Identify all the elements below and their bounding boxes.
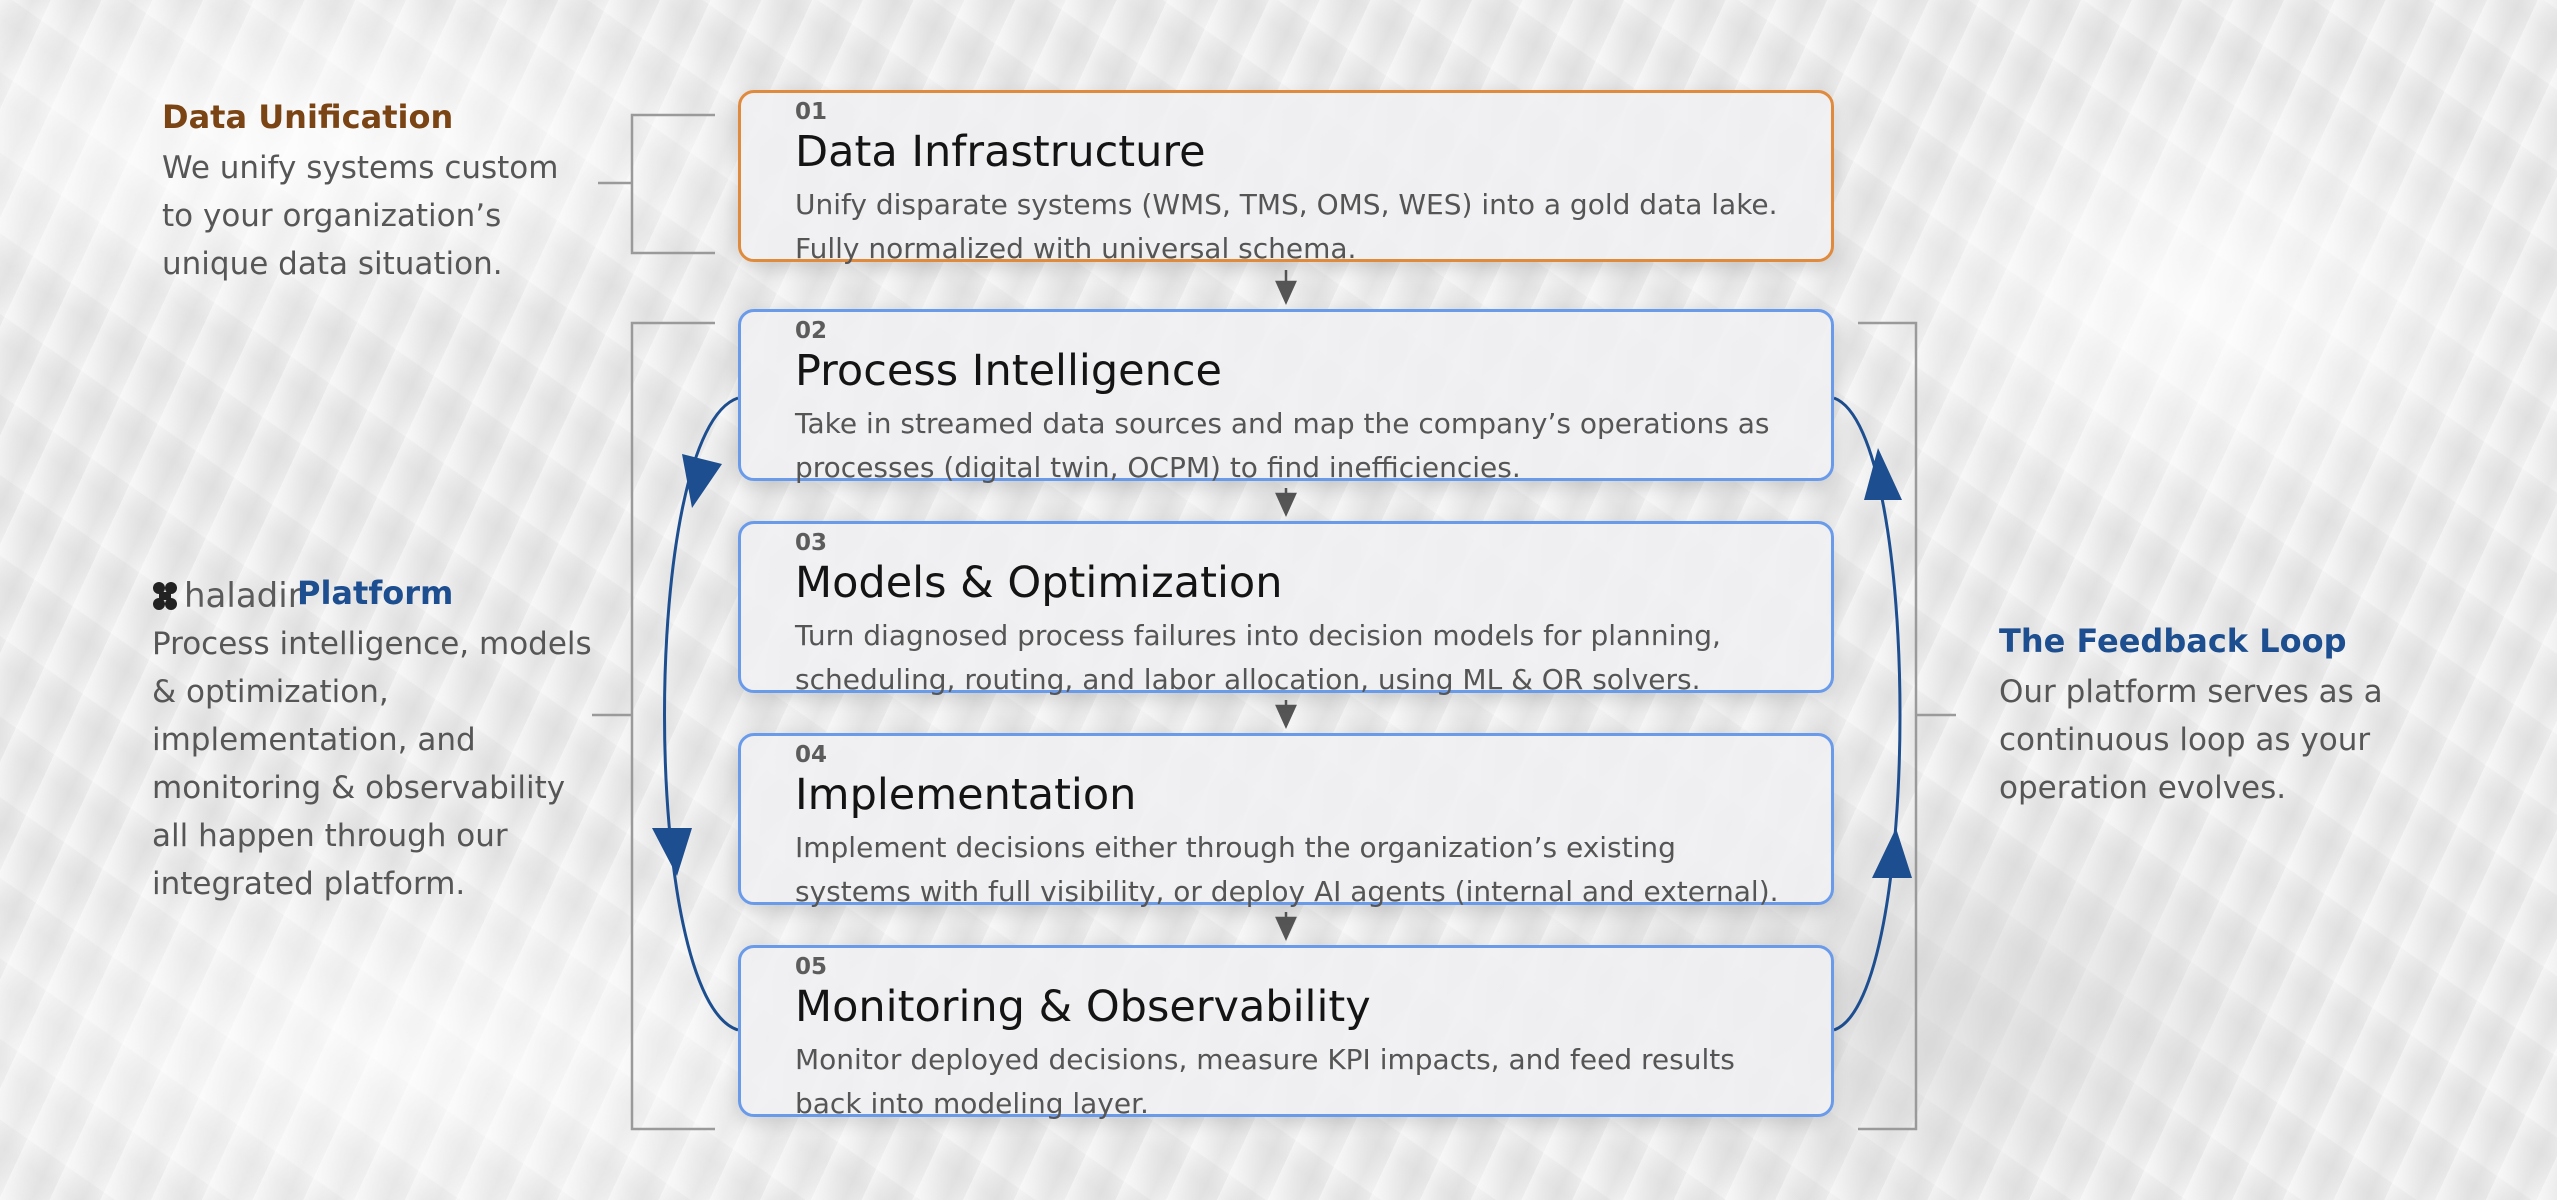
- feedback-loop-bracket: [1858, 321, 1956, 1131]
- data-unification-heading: Data Unification: [162, 98, 454, 136]
- step-number: 03: [795, 530, 828, 556]
- arrow-03-to-04: [1275, 700, 1297, 730]
- left-loop-arrowhead-upper: [682, 454, 722, 508]
- step-box-process-intelligence: 02 Process Intelligence Take in streamed…: [738, 309, 1834, 484]
- step-box-models-optimization: 03 Models & Optimization Turn diagnosed …: [738, 521, 1834, 696]
- data-unification-body: We unify systems custom to your organiza…: [162, 150, 559, 282]
- arrow-04-to-05: [1275, 912, 1297, 942]
- data-unification-bracket: [598, 113, 715, 255]
- platform-bracket: [592, 321, 715, 1131]
- step-title: Monitoring & Observability: [795, 982, 1371, 1032]
- haladir-wordmark: haladir: [184, 576, 302, 616]
- feedback-loop-heading: The Feedback Loop: [1999, 622, 2347, 660]
- step-down-arrows: [1275, 270, 1297, 942]
- haladir-logo: haladir: [152, 576, 302, 616]
- left-loop-arrowhead-lower: [652, 828, 692, 876]
- step-number: 02: [795, 318, 828, 344]
- step-title: Implementation: [795, 770, 1137, 820]
- right-loop-arrow: [1833, 396, 1912, 1032]
- step-title: Process Intelligence: [795, 346, 1222, 396]
- step-number: 04: [795, 742, 828, 768]
- haladir-mark-icon: [153, 582, 177, 610]
- left-loop-arrow: [652, 396, 739, 1032]
- right-loop-arrowhead-upper: [1864, 448, 1902, 500]
- step-title: Models & Optimization: [795, 558, 1283, 608]
- step-number: 01: [795, 99, 828, 125]
- step-number: 05: [795, 954, 828, 980]
- arrow-01-to-02: [1275, 270, 1297, 306]
- feedback-loop-body: Our platform serves as a continuous loop…: [1999, 674, 2383, 806]
- step-box-monitoring-observability: 05 Monitoring & Observability Monitor de…: [738, 945, 1834, 1120]
- step-title: Data Infrastructure: [795, 127, 1206, 177]
- step-description: Turn diagnosed process failures into dec…: [795, 619, 1721, 696]
- platform-body: Process intelligence, models & optimizat…: [152, 626, 592, 902]
- step-box-data-infrastructure: 01 Data Infrastructure Unify disparate s…: [738, 90, 1834, 265]
- platform-heading: Platform: [297, 574, 454, 612]
- step-description: Monitor deployed decisions, measure KPI …: [795, 1043, 1735, 1120]
- arrow-02-to-03: [1275, 488, 1297, 518]
- step-box-implementation: 04 Implementation Implement decisions ei…: [738, 733, 1834, 908]
- step-description: Implement decisions either through the o…: [795, 831, 1779, 908]
- step-description: Take in streamed data sources and map th…: [795, 407, 1770, 484]
- step-description: Unify disparate systems (WMS, TMS, OMS, …: [795, 188, 1778, 265]
- right-loop-arrowhead-lower: [1872, 828, 1912, 878]
